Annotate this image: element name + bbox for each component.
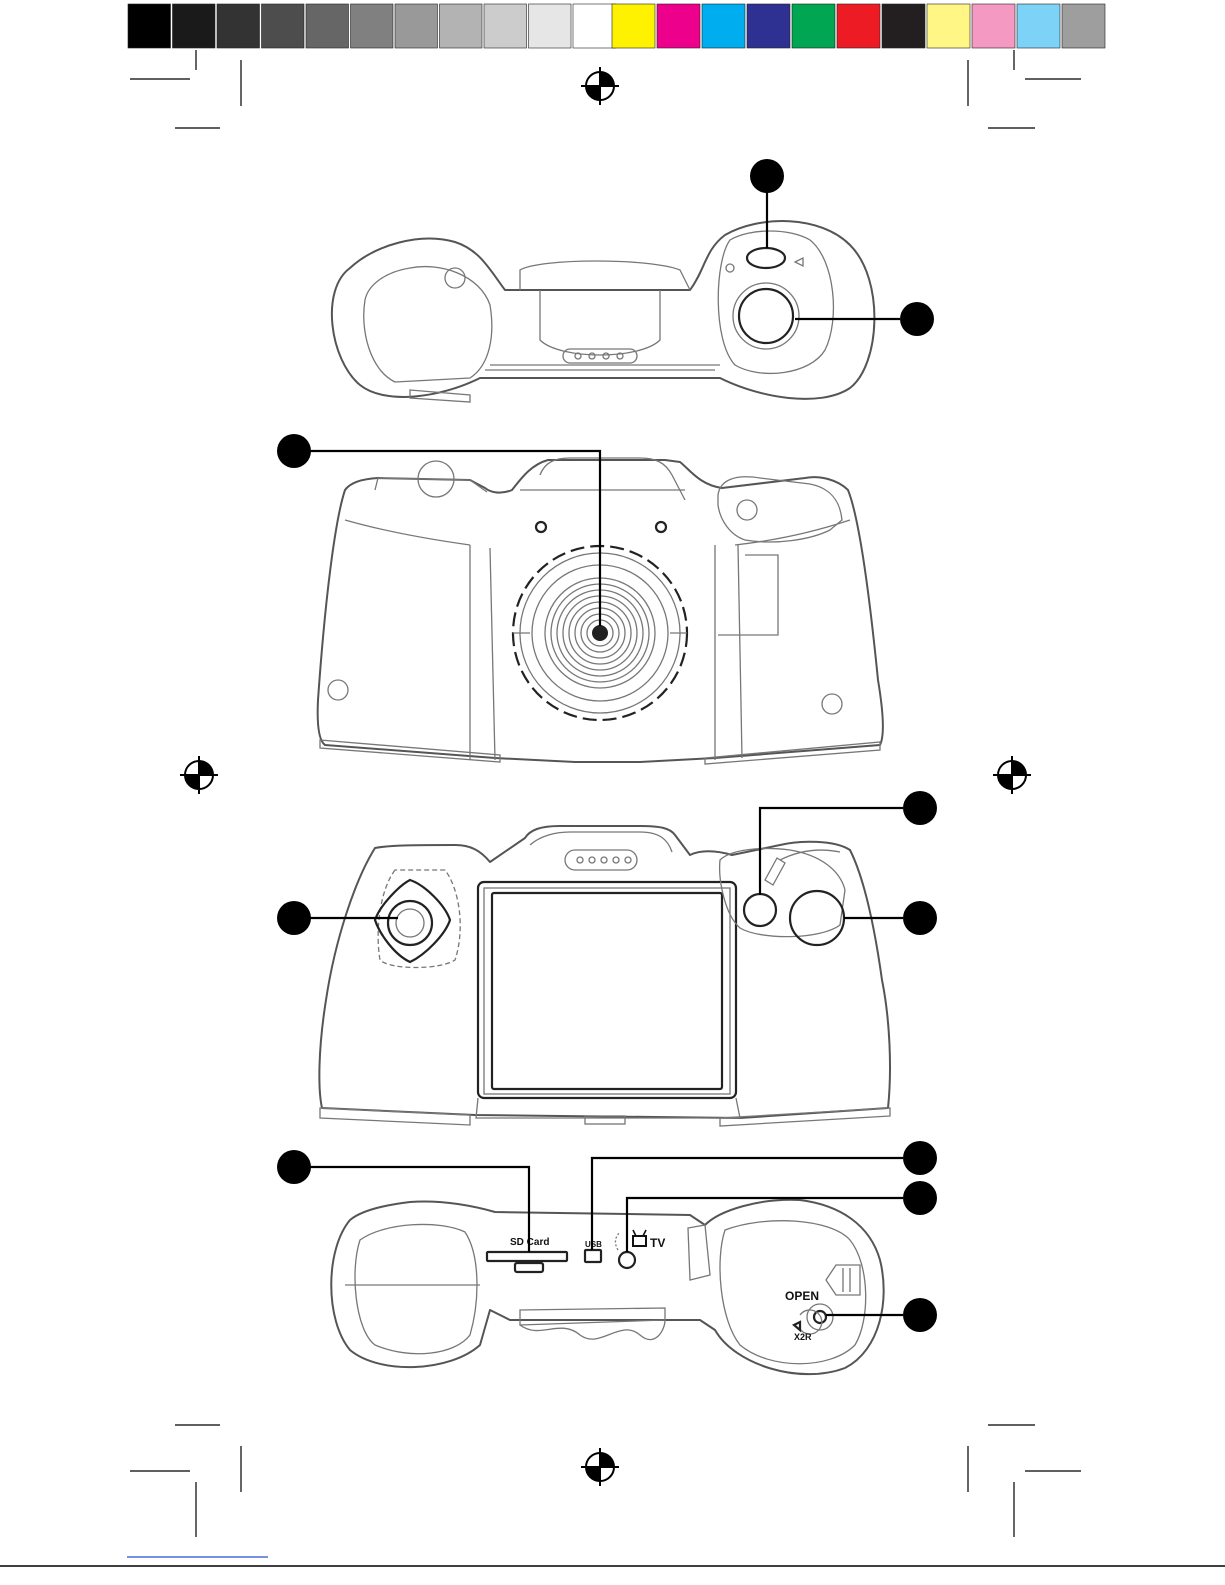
color-swatch xyxy=(927,4,970,48)
registration-mark-icon xyxy=(581,67,619,105)
color-swatch xyxy=(837,4,880,48)
color-swatch xyxy=(306,4,349,48)
callout-battery-door-lock xyxy=(903,1298,937,1332)
color-swatch xyxy=(882,4,925,48)
registration-mark-icon xyxy=(993,756,1031,794)
gray-scale-bar xyxy=(128,4,616,48)
color-swatch xyxy=(440,4,483,48)
open-label: OPEN xyxy=(785,1289,819,1303)
color-swatch xyxy=(128,4,171,48)
color-swatch xyxy=(484,4,527,48)
camera-back-view xyxy=(319,826,890,1126)
callout-flash-button xyxy=(750,159,784,193)
top-view-callouts xyxy=(750,159,934,336)
color-swatch xyxy=(702,4,745,48)
tv-icon xyxy=(633,1230,646,1246)
callout-flash-indicator xyxy=(903,791,937,825)
camera-bottom-view: SD Card USB TV OPEN X2R xyxy=(331,1200,883,1374)
callout-shutter-back xyxy=(903,901,937,935)
camera-top-view xyxy=(332,221,875,402)
callout-usb-port xyxy=(903,1141,937,1175)
bottom-view-callouts xyxy=(277,1141,937,1332)
color-swatch xyxy=(612,4,655,48)
registration-mark-icon xyxy=(180,756,218,794)
tv-label: TV xyxy=(650,1236,665,1250)
color-swatch xyxy=(529,4,572,48)
color-swatch xyxy=(173,4,216,48)
callout-lens xyxy=(277,434,311,468)
color-swatch xyxy=(972,4,1015,48)
color-swatch xyxy=(1017,4,1060,48)
x2r-label: X2R xyxy=(794,1332,812,1342)
usb-label: USB xyxy=(585,1240,602,1249)
callout-navigation-button xyxy=(277,901,311,935)
back-view-callouts xyxy=(277,791,937,935)
color-swatch xyxy=(657,4,700,48)
crop-marks xyxy=(0,50,1225,1566)
color-swatch xyxy=(792,4,835,48)
color-bar xyxy=(612,4,1105,48)
color-swatch xyxy=(262,4,305,48)
color-swatch xyxy=(395,4,438,48)
color-swatch xyxy=(217,4,260,48)
front-view-callouts xyxy=(277,434,600,626)
color-swatch xyxy=(351,4,394,48)
callout-sd-card-slot xyxy=(277,1150,311,1184)
callout-shutter-button xyxy=(900,302,934,336)
color-swatch xyxy=(1062,4,1105,48)
callout-tv-out-port xyxy=(903,1181,937,1215)
color-swatch xyxy=(747,4,790,48)
color-swatch xyxy=(573,4,616,48)
registration-mark-icon xyxy=(581,1448,619,1486)
